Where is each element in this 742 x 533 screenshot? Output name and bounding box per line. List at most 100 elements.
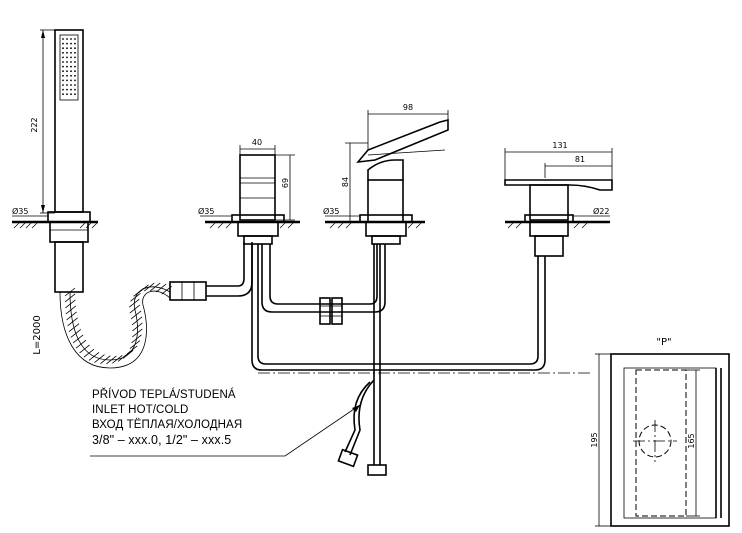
nozzle-dot xyxy=(74,42,76,45)
nozzle-dot xyxy=(66,47,68,50)
nozzle-dot xyxy=(62,74,64,77)
hose-winding xyxy=(83,348,95,358)
hose-winding xyxy=(65,299,76,309)
nozzle-dot xyxy=(70,56,72,59)
hose-winding xyxy=(129,340,141,349)
detail-inner-dim: 165 xyxy=(687,433,696,448)
flexible-hose: L=2000 xyxy=(32,242,253,369)
nozzle-dot xyxy=(66,93,68,96)
nozzle-dot xyxy=(66,84,68,86)
hose-winding xyxy=(130,292,141,302)
nozzle-dot xyxy=(66,65,68,68)
nozzle-dot xyxy=(74,93,76,96)
nozzle-dot xyxy=(70,65,72,68)
nozzle-dot xyxy=(70,88,72,91)
nozzle-dot xyxy=(62,65,64,68)
mixer: 98 84 Ø35 xyxy=(323,103,449,245)
valve-width-dim: 40 xyxy=(252,138,262,147)
inlet-note-line-3: ВХОД ТЁПЛАЯ/ХОЛОДНАЯ xyxy=(92,419,242,431)
piping xyxy=(251,244,590,476)
inlet-note-line-2: INLET HOT/COLD xyxy=(92,404,188,416)
hose-winding xyxy=(122,350,134,359)
nozzle-dot xyxy=(62,42,64,45)
hose-winding xyxy=(138,284,149,294)
hose-winding xyxy=(72,334,84,344)
hose-winding xyxy=(131,334,142,344)
nozzle-dot xyxy=(74,79,76,82)
nozzle-dot xyxy=(66,42,68,45)
inlet-note-line-4: 3/8" – xxx.0, 1/2" – xxx.5 xyxy=(92,433,231,447)
hose-winding xyxy=(131,316,143,326)
nozzle-dot xyxy=(62,79,64,82)
nozzle-dot xyxy=(74,56,76,59)
nozzle-dot xyxy=(66,79,68,82)
nozzle-dot xyxy=(62,88,64,91)
hose-winding xyxy=(112,354,123,364)
mixer-hole-dim: Ø35 xyxy=(323,206,339,216)
valve-height-dim: 69 xyxy=(281,178,290,188)
hose-winding xyxy=(68,323,80,332)
shower-hole-dim: Ø35 xyxy=(12,206,28,216)
nozzle-dot xyxy=(74,88,76,91)
hose-winding xyxy=(155,283,167,293)
nozzle-dot xyxy=(62,61,64,63)
nozzle-dot xyxy=(70,93,72,96)
shower-head-nozzles xyxy=(62,38,76,96)
valve-hole-dim: Ø35 xyxy=(198,206,214,216)
spout: 131 81 Ø22 xyxy=(504,141,613,257)
hose-winding xyxy=(64,287,76,297)
nozzle-dot xyxy=(66,70,68,73)
detail-title: "P" xyxy=(656,337,671,348)
nozzle-dot xyxy=(66,56,68,59)
hose-winding xyxy=(88,352,100,361)
shower-height-dim: 222 xyxy=(30,117,39,132)
nozzle-dot xyxy=(70,79,72,82)
hose-winding xyxy=(132,328,143,338)
nozzle-dot xyxy=(74,61,76,63)
hose-winding xyxy=(129,304,141,314)
hose-length-dim: L=2000 xyxy=(32,315,43,354)
nozzle-dot xyxy=(70,42,72,45)
hand-shower: 222 Ø35 xyxy=(12,29,99,293)
nozzle-dot xyxy=(70,61,72,63)
hose-winding xyxy=(126,345,138,355)
hose-winding xyxy=(79,344,90,354)
nozzle-dot xyxy=(74,47,76,50)
nozzle-dot xyxy=(62,51,64,54)
nozzle-dot xyxy=(70,70,72,73)
nozzle-dot xyxy=(74,38,76,40)
nozzle-dot xyxy=(74,74,76,77)
hose-winding xyxy=(70,329,82,338)
nozzle-dot xyxy=(62,47,64,50)
hose-winding xyxy=(66,311,77,321)
spout-hole-dim: Ø22 xyxy=(593,206,609,216)
hose-winding xyxy=(64,293,76,303)
mixer-height-dim: 84 xyxy=(341,177,350,187)
detail-p: "P" 195 165 xyxy=(590,337,730,527)
nozzle-dot xyxy=(70,38,72,40)
nozzle-dot xyxy=(62,84,64,86)
nozzle-dot xyxy=(74,84,76,86)
nozzle-dot xyxy=(66,51,68,54)
nozzle-dot xyxy=(70,47,72,50)
hose-winding xyxy=(117,353,129,362)
nozzle-dot xyxy=(70,84,72,86)
nozzle-dot xyxy=(66,38,68,40)
hose-winding xyxy=(67,317,78,327)
hose-winding xyxy=(100,355,111,365)
inlet-note: PŘÍVOD TEPLÁ/STUDENÁ INLET HOT/COLD ВХОД… xyxy=(90,388,361,457)
mixer-width-dim: 98 xyxy=(403,103,413,112)
nozzle-dot xyxy=(66,74,68,77)
hose-winding xyxy=(106,355,117,365)
hose-winding xyxy=(75,339,87,349)
hose-winding xyxy=(143,282,155,292)
hose-winding xyxy=(132,322,143,332)
nozzle-dot xyxy=(62,70,64,73)
diverter-valve: 40 69 Ø35 xyxy=(198,138,300,245)
nozzle-dot xyxy=(74,65,76,68)
nozzle-dot xyxy=(62,93,64,96)
nozzle-dot xyxy=(74,51,76,54)
nozzle-dot xyxy=(66,88,68,91)
deck-hatch-shower xyxy=(13,221,99,229)
nozzle-dot xyxy=(70,74,72,77)
